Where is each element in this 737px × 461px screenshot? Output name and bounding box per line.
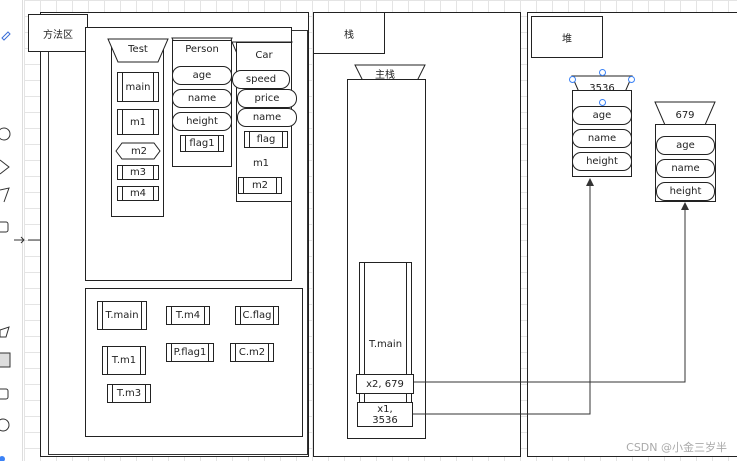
obj2-field-age[interactable]: age — [656, 136, 715, 155]
person-field-height[interactable]: height — [172, 112, 232, 131]
test-method-m3[interactable]: m3 — [117, 165, 159, 180]
person-class-title: Person — [185, 43, 219, 55]
var-x1[interactable]: x1, 3536 — [357, 402, 413, 427]
x2-to-679-arrow — [414, 204, 686, 383]
test-method-m2[interactable]: m2 — [130, 145, 148, 157]
person-field-age[interactable]: age — [172, 66, 232, 85]
obj2-field-height[interactable]: height — [656, 182, 715, 201]
car-field-price[interactable]: price — [237, 89, 297, 108]
obj1-field-age[interactable]: age — [572, 106, 632, 125]
toolbar-shapes — [0, 31, 25, 461]
main-stack-title: 主栈 — [375, 70, 395, 81]
test-method-main-label: main — [125, 81, 151, 93]
obj1-field-name[interactable]: name — [572, 129, 632, 148]
heap-frame[interactable] — [527, 12, 737, 457]
method-area-label[interactable]: 方法区 — [28, 14, 88, 52]
ref-c-m2[interactable]: C.m2 — [230, 343, 274, 362]
t-main-frame[interactable]: T.main — [359, 262, 412, 427]
selection-handle-bottom[interactable] — [599, 99, 606, 106]
circle2-shape-icon[interactable] — [0, 418, 10, 432]
car-field-speed[interactable]: speed — [232, 70, 290, 89]
selection-handle-left[interactable] — [569, 76, 576, 83]
car-field-name[interactable]: name — [237, 108, 297, 127]
ref-c-m2-label: C.m2 — [238, 347, 266, 358]
ref-t-m4-label: T.m4 — [175, 310, 201, 321]
ref-t-m3[interactable]: T.m3 — [107, 384, 151, 403]
selection-handle-top[interactable] — [599, 69, 606, 76]
test-method-m1[interactable]: m1 — [117, 109, 159, 135]
heap-object-679-id: 679 — [675, 110, 695, 121]
test-method-m3-label: m3 — [129, 167, 147, 178]
car-method-flag[interactable]: flag — [244, 131, 288, 148]
ref-t-m1-label: T.m1 — [111, 355, 137, 366]
x1-to-3536-arrow — [413, 180, 591, 415]
car-class-title: Car — [255, 49, 273, 61]
heap-object-3536-id: 3536 — [589, 83, 615, 94]
rounded-rect-shape-icon[interactable] — [0, 221, 9, 233]
var-x1-name: x1, — [377, 403, 393, 415]
person-method-flag1[interactable]: flag1 — [180, 135, 224, 152]
ref-p-flag1-label: P.flag1 — [173, 347, 207, 358]
ref-t-m3-label: T.m3 — [116, 388, 142, 399]
pencil-icon[interactable] — [1, 31, 11, 41]
test-method-m4-label: m4 — [129, 188, 147, 199]
obj1-field-height[interactable]: height — [572, 152, 632, 171]
shape-toolbar — [0, 0, 25, 461]
test-method-m4[interactable]: m4 — [117, 186, 159, 201]
ref-t-m4[interactable]: T.m4 — [166, 306, 210, 325]
ref-c-flag-label: C.flag — [242, 310, 272, 321]
ref-p-flag1[interactable]: P.flag1 — [166, 343, 214, 362]
car-method-m2[interactable]: m2 — [238, 177, 282, 194]
x1-arrowhead — [586, 178, 594, 186]
square-shape-icon[interactable] — [0, 388, 9, 400]
ref-c-flag[interactable]: C.flag — [235, 306, 279, 325]
person-field-name[interactable]: name — [172, 89, 232, 108]
cube-shape-icon[interactable] — [0, 352, 11, 368]
watermark: CSDN @小金三岁半 — [626, 441, 727, 454]
circle-shape-icon[interactable] — [0, 127, 11, 141]
car-method-m2-label: m2 — [251, 180, 269, 191]
test-header-shape — [107, 38, 169, 63]
blue-dot-icon — [0, 456, 5, 461]
arrow-icon — [14, 236, 25, 244]
ref-t-main-label: T.main — [105, 310, 139, 321]
heap-label[interactable]: 堆 — [531, 16, 603, 58]
selection-handle-right[interactable] — [628, 76, 635, 83]
ref-t-m1[interactable]: T.m1 — [102, 346, 146, 375]
var-x1-ref: 3536 — [372, 414, 398, 426]
stack-label[interactable]: 栈 — [313, 12, 385, 54]
x2-arrowhead — [681, 202, 689, 210]
car-method-flag-label: flag — [256, 134, 276, 145]
car-method-m1[interactable]: m1 — [252, 157, 270, 169]
trapezoid-shape-icon[interactable] — [0, 326, 10, 338]
parallelogram-shape-icon[interactable] — [0, 187, 10, 203]
var-x2[interactable]: x2, 679 — [356, 374, 414, 394]
test-m2-hexagon — [115, 142, 161, 160]
test-method-m1-label: m1 — [129, 116, 147, 128]
test-method-main[interactable]: main — [117, 72, 159, 102]
person-method-flag1-label: flag1 — [189, 138, 215, 149]
triangle-shape-icon[interactable] — [0, 159, 10, 175]
t-main-frame-label: T.main — [368, 339, 403, 350]
test-class-title: Test — [128, 43, 148, 55]
obj2-field-name[interactable]: name — [656, 159, 715, 178]
ref-t-main[interactable]: T.main — [97, 301, 147, 330]
